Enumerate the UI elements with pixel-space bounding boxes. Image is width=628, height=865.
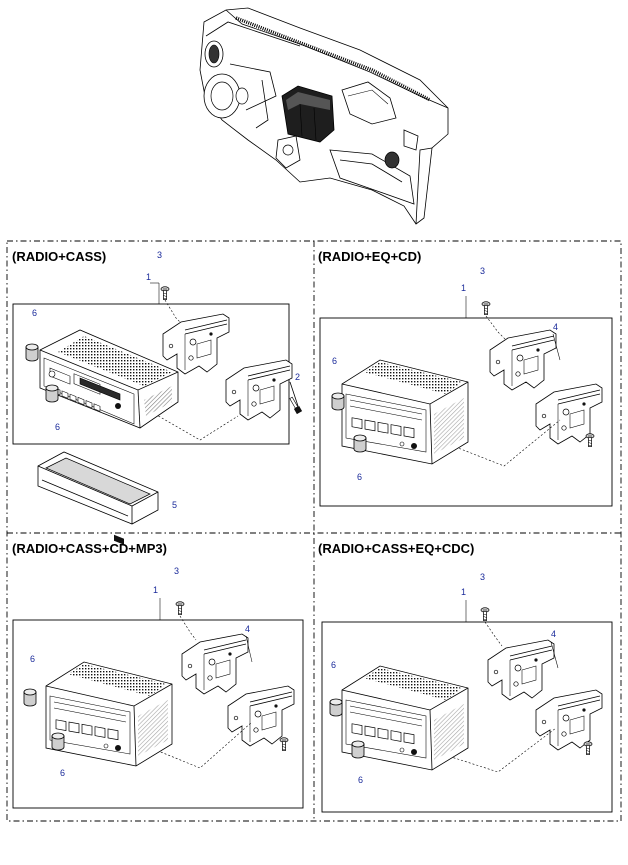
assembly-box <box>12 619 304 809</box>
part-label-bolt: 2 <box>295 372 300 382</box>
screw-icon <box>583 741 593 755</box>
screw-icon <box>481 301 491 315</box>
screw-icon <box>160 286 170 300</box>
part-label-screw: 3 <box>480 572 485 582</box>
bracket-icon <box>489 329 557 391</box>
radio-cd-mp3-unit <box>45 661 173 767</box>
bracket-icon <box>225 359 293 421</box>
part-label-assembly: 1 <box>153 585 158 595</box>
bracket-icon <box>535 689 603 751</box>
screw-icon <box>480 607 490 621</box>
part-label-bracket: 4 <box>553 322 558 332</box>
knob-icon <box>351 740 365 759</box>
assembly-box <box>321 621 613 813</box>
knob-icon <box>25 343 39 362</box>
bracket-icon <box>162 313 230 375</box>
knob-icon <box>329 698 343 717</box>
part-label-knob: 6 <box>30 654 35 664</box>
panel-title: (RADIO+CASS) <box>12 249 106 264</box>
part-label-bracket: 4 <box>245 624 250 634</box>
part-label-knob: 6 <box>332 356 337 366</box>
part-label-assembly: 1 <box>461 587 466 597</box>
screw-icon <box>585 433 595 447</box>
screw-icon <box>175 601 185 615</box>
panel-radio-eq-cd: (RADIO+EQ+CD) 3 1 4 6 6 <box>318 249 613 507</box>
knob-icon <box>23 688 37 707</box>
part-label-knob: 6 <box>331 660 336 670</box>
part-label-knob: 6 <box>32 308 37 318</box>
pocket-icon <box>37 451 159 545</box>
knob-icon <box>51 732 65 751</box>
knob-icon <box>331 392 345 411</box>
panel-title: (RADIO+EQ+CD) <box>318 249 421 264</box>
part-label-assembly: 1 <box>146 272 151 282</box>
bolt-icon <box>289 396 303 415</box>
part-label-screw: 3 <box>157 250 162 260</box>
part-label-assembly: 1 <box>461 283 466 293</box>
panel-radio-cass-eq-cdc: (RADIO+CASS+EQ+CDC) 3 1 4 6 6 <box>318 541 613 813</box>
part-label-screw: 3 <box>174 566 179 576</box>
panel-title: (RADIO+CASS+EQ+CDC) <box>318 541 474 556</box>
part-label-knob: 6 <box>357 472 362 482</box>
screw-icon <box>279 737 289 751</box>
part-label-screw: 3 <box>480 266 485 276</box>
part-label-bracket: 4 <box>551 629 556 639</box>
part-label-knob: 6 <box>60 768 65 778</box>
part-label-knob: 6 <box>55 422 60 432</box>
radio-cassette-unit <box>39 329 179 429</box>
part-label-knob: 6 <box>358 775 363 785</box>
dashboard-illustration <box>199 7 449 225</box>
part-label-pocket: 5 <box>172 500 177 510</box>
panel-radio-cass: (RADIO+CASS) 3 1 2 6 6 5 <box>12 249 303 545</box>
bracket-icon <box>181 633 249 695</box>
knob-icon <box>353 434 367 453</box>
panel-radio-cass-cd-mp3: (RADIO+CASS+CD+MP3) 3 1 4 6 6 <box>12 541 304 809</box>
bracket-icon <box>227 685 295 747</box>
assembly-box <box>319 317 613 507</box>
knob-icon <box>45 384 59 403</box>
bracket-icon <box>487 639 555 701</box>
panel-title: (RADIO+CASS+CD+MP3) <box>12 541 167 556</box>
